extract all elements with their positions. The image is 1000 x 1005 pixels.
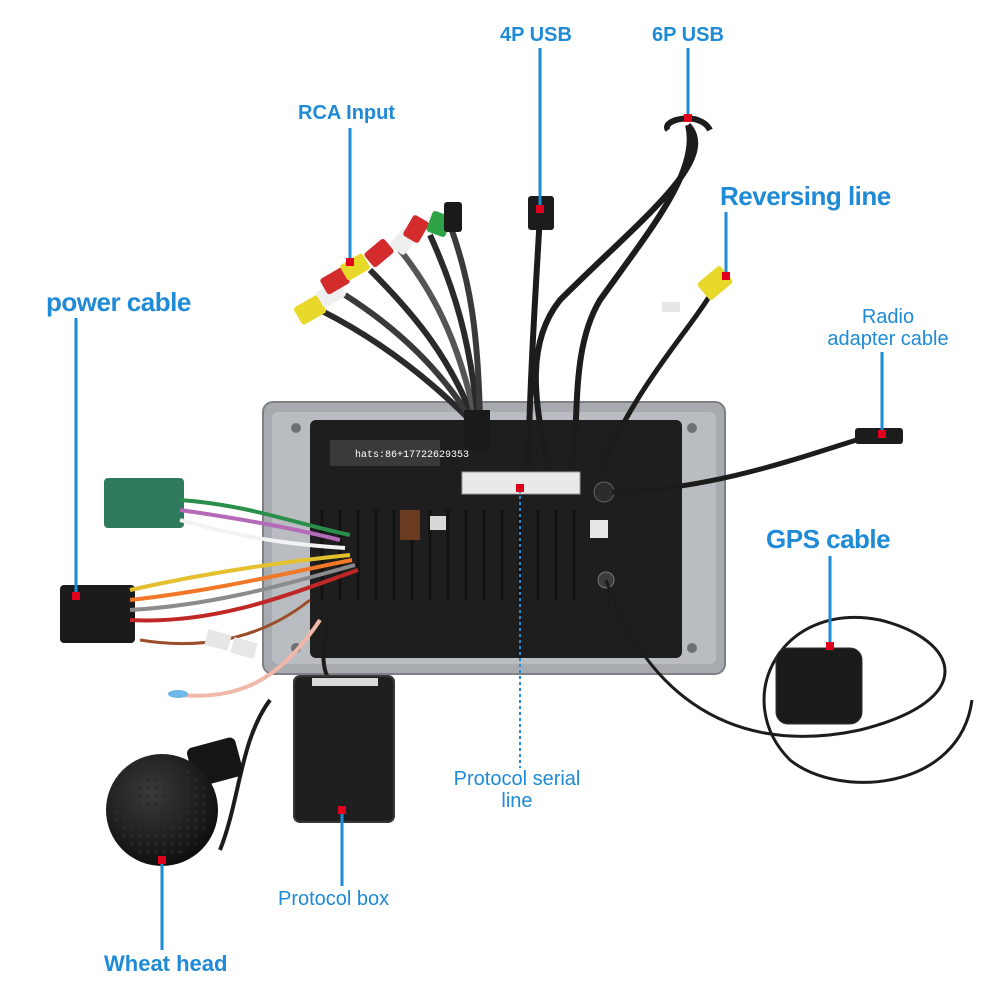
rca-plug-yellow-2 [340,253,370,281]
label-protocol-serial: Protocol serial line [446,768,588,812]
label-protocol-serial-line1: Protocol serial [453,768,581,790]
label-wheat-head: Wheat head [104,951,228,976]
rca-plug-yellow-1 [293,295,327,325]
gps-cable [604,579,974,784]
leader-lines [74,48,884,950]
rca-plug-black [444,202,462,232]
speaker-device [106,737,243,866]
small-connector [430,516,446,530]
power-harness [60,478,359,698]
sticker-area [330,440,440,466]
label-radio-adapter-line2: adapter cable [827,328,949,350]
rca-plug-red-1 [320,267,350,295]
label-radio-adapter-line1: Radio [861,306,915,328]
fuse [400,510,420,540]
rca-cables [293,202,490,450]
rca-plug-red-3 [403,215,429,243]
rca-plug-red-2 [364,238,394,268]
head-unit: hats:86+17722629353 [262,401,726,675]
label-6p-usb: 6P USB [652,24,724,46]
mount-hole [687,423,697,433]
iso-connector-green [104,478,184,528]
label-4p-usb: 4P USB [500,24,572,46]
connector-block [461,471,581,495]
gps-antenna [775,647,863,725]
iso-connector-black [60,585,135,643]
label-gps-cable: GPS cable [766,524,891,554]
label-reversing-line: Reversing line [720,181,891,211]
radio-port [593,481,615,503]
label-radio-adapter: Radio adapter cable [818,306,958,350]
anchor-markers [72,114,886,864]
head-unit-sticker: hats:86+17722629353 [355,449,469,461]
mount-hole [687,643,697,653]
label-protocol-serial-line2: line [501,790,533,812]
usb-cables [525,115,713,471]
label-rca-input: RCA Input [298,102,396,124]
label-protocol-box: Protocol box [278,888,390,910]
mount-hole [291,423,301,433]
label-power-cable: power cable [46,287,191,317]
head-unit-back-case [310,420,682,658]
gps-port-label [590,520,608,538]
